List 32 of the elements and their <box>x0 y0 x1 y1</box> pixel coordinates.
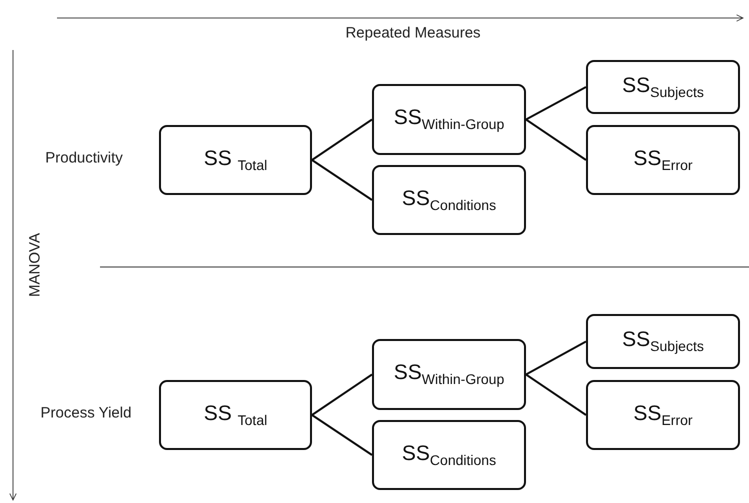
row-label: Process Yield <box>40 404 132 422</box>
node-text: SS$_{Subjects}$ <box>622 328 704 355</box>
sum-of-squares-box <box>372 339 526 410</box>
node-text: SS$_{Within-Group}$ <box>394 361 504 388</box>
node-text: SS$_{Conditions}$ <box>402 442 496 468</box>
node-text: SS$_{Error}$ <box>633 402 693 428</box>
sum-of-squares-box <box>372 420 526 490</box>
axis-label: Repeated Measures <box>345 24 481 42</box>
connector-line <box>526 340 586 376</box>
node-text: SS$_{Subjects}$ <box>622 74 704 100</box>
node-text: SS$_{Conditions}$ <box>402 186 496 214</box>
connector-line <box>526 86 586 120</box>
sum-of-squares-box <box>586 314 740 369</box>
node-text: SS $_{Total}$ <box>204 146 268 174</box>
node-text: SS $_{Total}$ <box>204 402 268 428</box>
connector-line <box>525 118 587 161</box>
connector-line <box>525 374 587 416</box>
connector-line <box>311 159 373 201</box>
sum-of-squares-box <box>372 84 526 155</box>
node-text: SS$_{Within-Group}$ <box>394 106 504 133</box>
sum-of-squares-box <box>586 125 740 195</box>
connector-line <box>311 118 373 161</box>
axis-label: MANOVA <box>26 233 44 297</box>
sum-of-squares-box <box>159 380 312 450</box>
sum-of-squares-box <box>372 165 526 235</box>
sum-of-squares-box <box>159 125 312 195</box>
sum-of-squares-box <box>586 60 740 114</box>
sum-of-squares-box <box>586 380 740 450</box>
connector-line <box>311 414 373 456</box>
node-text: SS$_{Error}$ <box>633 146 693 174</box>
row-label: Productivity <box>45 150 123 166</box>
connector-line <box>311 374 373 416</box>
